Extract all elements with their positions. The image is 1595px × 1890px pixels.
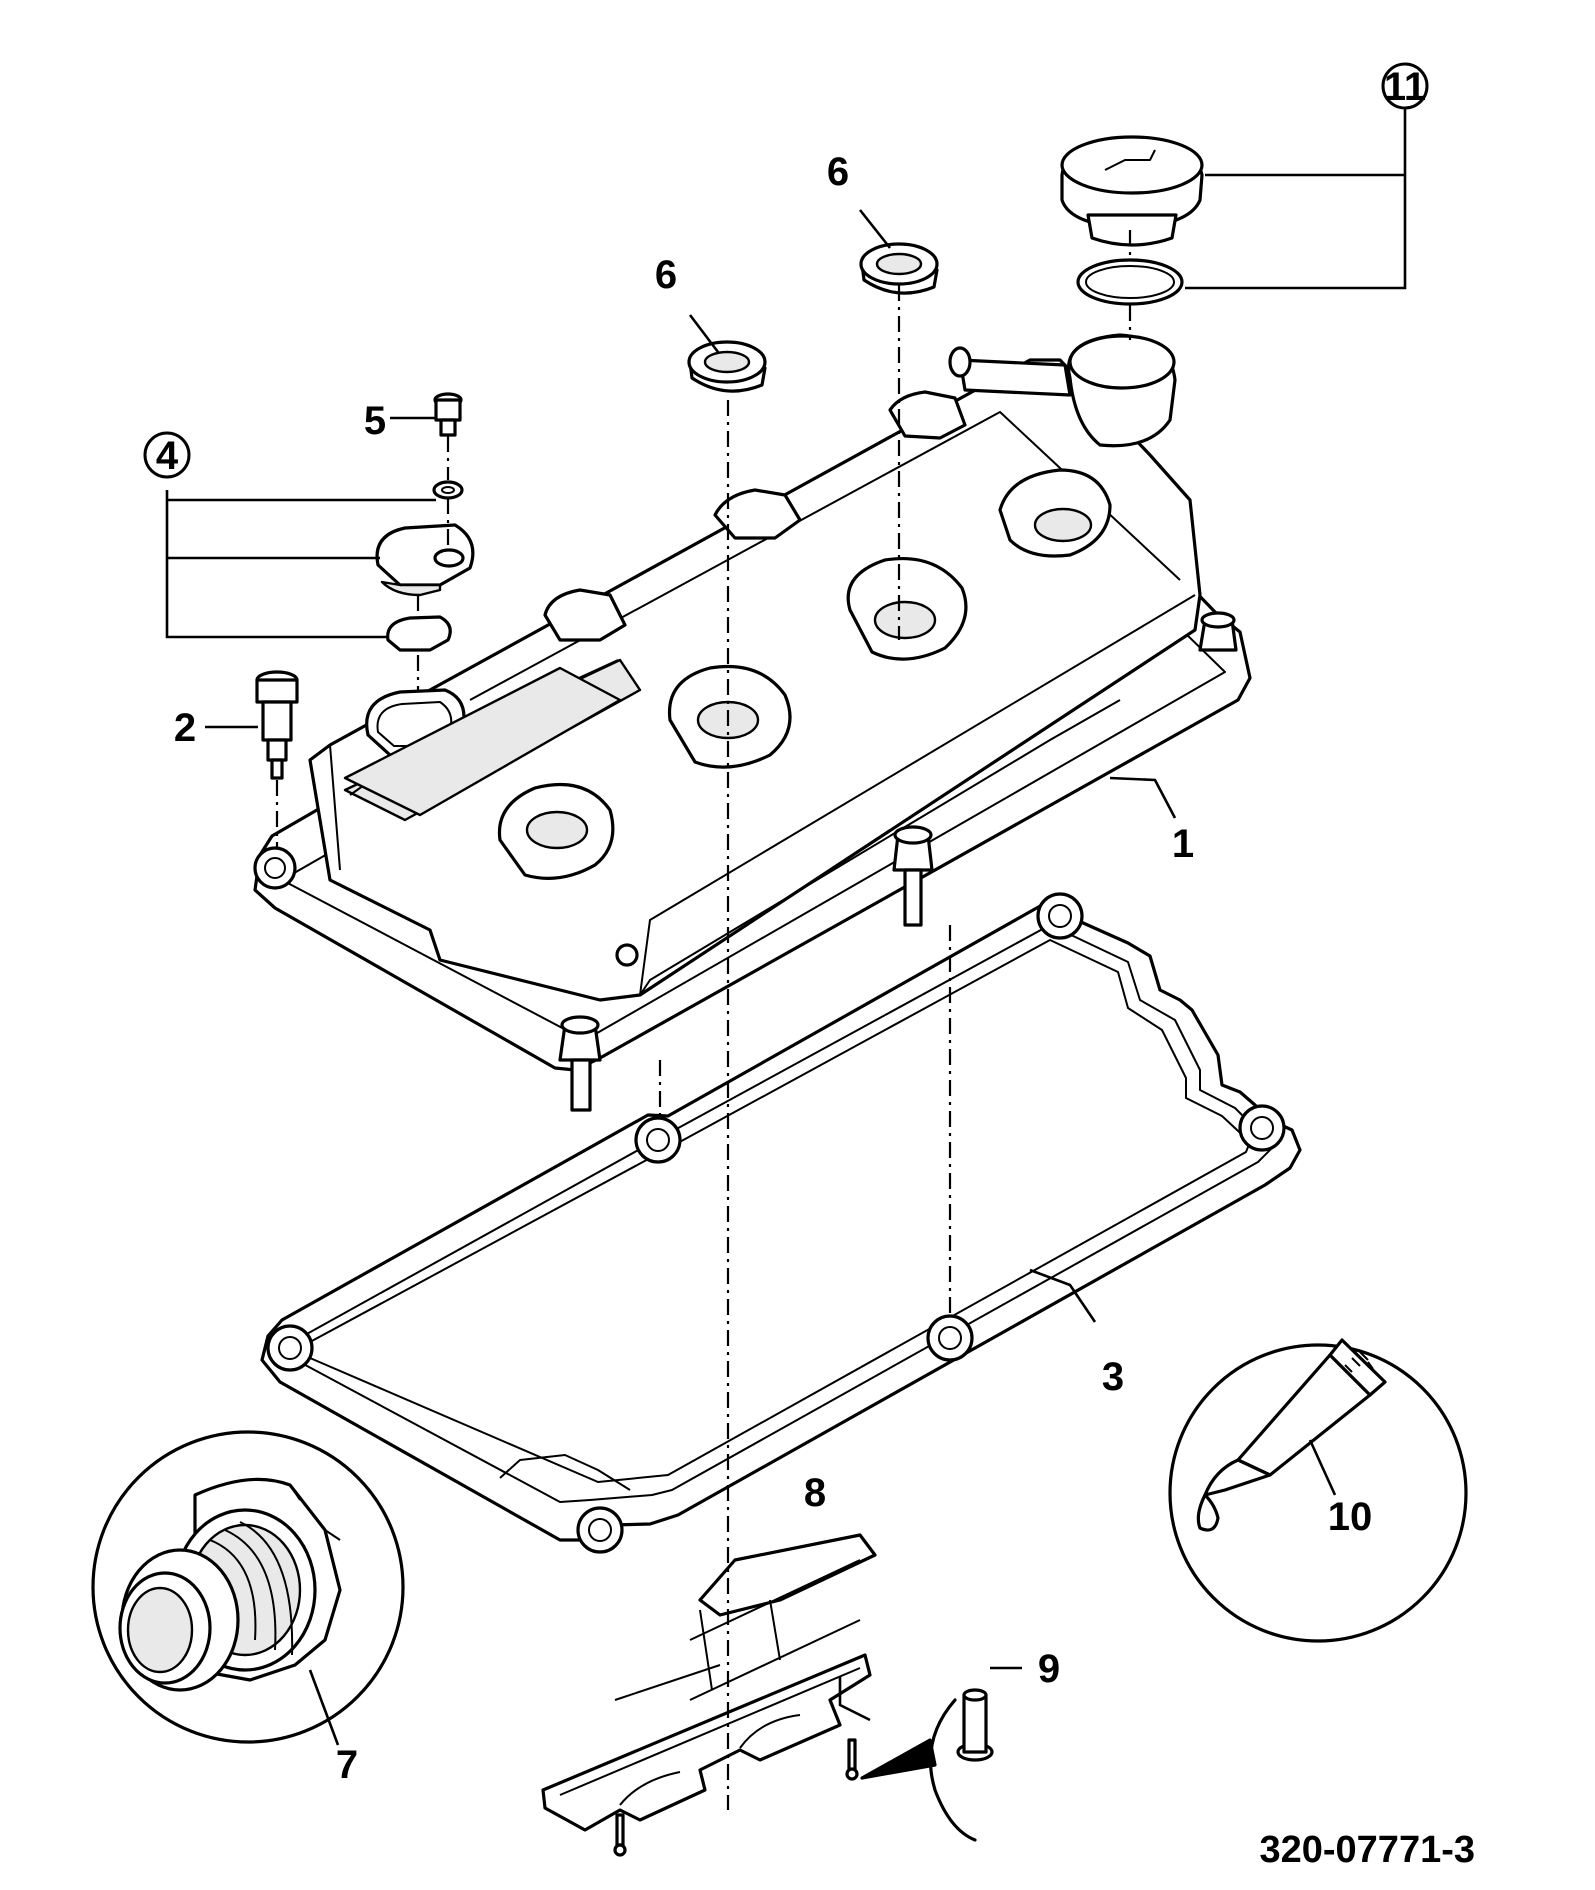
drawing-code: 320-07771-3: [1259, 1829, 1475, 1871]
leader-lines: [165, 108, 1407, 1746]
alignment-lines: [275, 230, 1132, 1810]
valve-cover-part: [253, 333, 1252, 1112]
label-seal-b: 6: [827, 150, 849, 194]
heat-shield-part: [541, 1533, 877, 1857]
seal-part-a: [687, 340, 767, 393]
label-bolt: 2: [174, 706, 196, 750]
washer-part: [432, 480, 464, 500]
access-cover-o-ring: [386, 615, 452, 652]
label-gasket: 3: [1102, 1355, 1124, 1399]
flange-bolt-part: [255, 670, 299, 780]
gasket-part: [260, 892, 1302, 1554]
seal-part-b: [859, 242, 939, 295]
label-filler-cap-kit: 11: [1384, 65, 1426, 109]
filler-cap-o-ring: [1076, 258, 1184, 306]
small-bolt-part: [433, 392, 463, 437]
sealant-detail: [1168, 1338, 1468, 1643]
label-plug: 7: [336, 1743, 358, 1787]
plug-detail: [91, 1430, 405, 1744]
label-cover: 1: [1172, 822, 1194, 866]
label-sealant: 10: [1328, 1495, 1373, 1539]
filler-cap-part: [1060, 135, 1204, 247]
callout-labels: 11 4 5 2 1 3 6 6 8 9 10 7: [143, 62, 1429, 1787]
access-cover-part: [375, 523, 475, 597]
label-access-kit: 4: [156, 434, 179, 478]
rivet-detail: [860, 1688, 994, 1842]
label-rivet: 9: [1038, 1647, 1060, 1691]
label-small-bolt: 5: [364, 399, 386, 443]
label-seal-a: 6: [655, 253, 677, 297]
label-heat-shield: 8: [804, 1471, 826, 1515]
